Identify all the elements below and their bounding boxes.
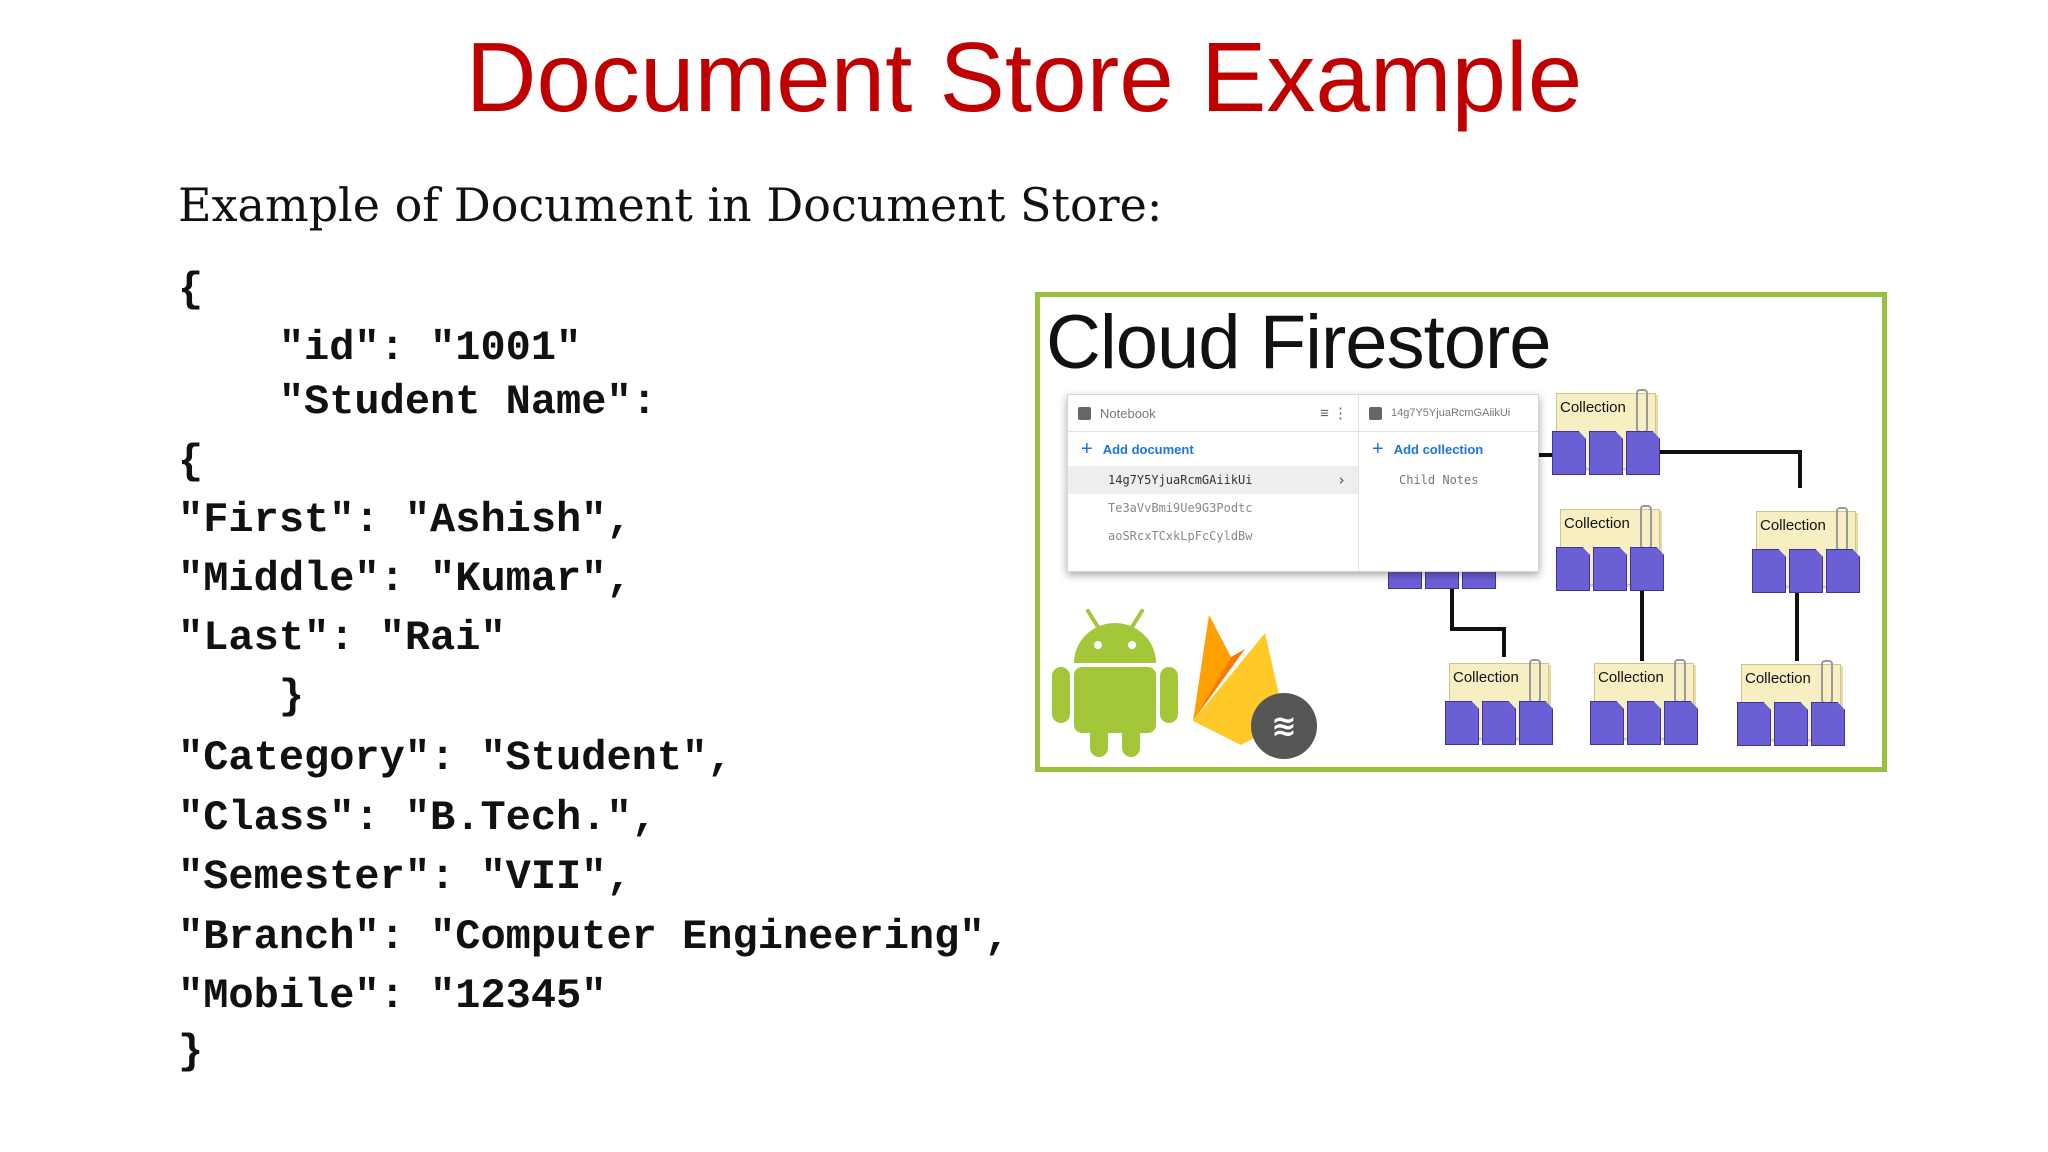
slide-title: Document Store Example (465, 22, 1583, 132)
document-icon (1552, 431, 1586, 475)
code-line: "Category": "Student", (178, 734, 733, 782)
subcollection-name: Child Notes (1399, 473, 1479, 487)
document-icon (1630, 547, 1664, 591)
collection-folder: Collection (1737, 660, 1845, 750)
collection-folder: Collection (1556, 505, 1664, 595)
document-row[interactable]: Te3aVvBmi9Ue9G3Podtc (1068, 494, 1358, 522)
document-icon (1556, 547, 1590, 591)
add-document-button[interactable]: + Add document (1068, 432, 1358, 466)
plus-icon: + (1372, 437, 1384, 460)
document-icon (1737, 702, 1771, 746)
collection-folder: Collection (1445, 659, 1553, 749)
tree-connector (1450, 627, 1506, 631)
collection-name: Notebook (1100, 405, 1156, 421)
firestore-badge-icon: ≋ (1251, 693, 1317, 759)
code-line: "Mobile": "12345" (178, 972, 607, 1020)
code-line: "id": "1001" (178, 324, 582, 372)
document-id: 14g7Y5YjuaRcmGAiikUi (1108, 473, 1253, 487)
tree-connector (1502, 627, 1506, 657)
document-id: Te3aVvBmi9Ue9G3Podtc (1108, 501, 1253, 515)
collection-folder: Collection (1590, 659, 1698, 749)
paperclip-icon (1674, 659, 1686, 703)
collection-header: Notebook ≡ ⋮ (1068, 395, 1358, 432)
document-icon (1369, 406, 1382, 420)
firestore-console-panel: Notebook ≡ ⋮ + Add document 14g7Y5YjuaRc… (1067, 394, 1539, 572)
paperclip-icon (1821, 660, 1833, 704)
document-icon (1826, 549, 1860, 593)
paperclip-icon (1640, 505, 1652, 549)
code-line: "Middle": "Kumar", (178, 555, 632, 603)
android-robot-icon (1052, 609, 1178, 757)
document-header-id: 14g7Y5YjuaRcmGAiikUi (1391, 407, 1511, 419)
document-icon (1482, 701, 1516, 745)
tree-connector (1640, 567, 1644, 661)
collection-folder: Collection (1552, 389, 1660, 479)
filter-menu-icon[interactable]: ≡ ⋮ (1320, 405, 1348, 422)
code-line: "First": "Ashish", (178, 496, 632, 544)
tree-connector (1795, 569, 1799, 661)
firestore-title: Cloud Firestore (1046, 300, 1552, 385)
collection-icon (1078, 406, 1091, 420)
document-icon (1519, 701, 1553, 745)
document-icon (1664, 701, 1698, 745)
document-detail-column: 14g7Y5YjuaRcmGAiikUi + Add collection Ch… (1359, 395, 1538, 571)
collection-label: Collection (1745, 670, 1811, 687)
document-icon (1774, 702, 1808, 746)
add-collection-button[interactable]: + Add collection (1359, 432, 1538, 466)
code-line: "Semester": "VII", (178, 853, 632, 901)
tree-connector (1798, 450, 1802, 488)
code-line: { (178, 266, 204, 314)
tree-connector (1450, 589, 1454, 629)
paperclip-icon (1636, 389, 1648, 433)
documents-column: Notebook ≡ ⋮ + Add document 14g7Y5YjuaRc… (1068, 395, 1359, 571)
collection-folder: Collection (1752, 507, 1860, 597)
plus-icon: + (1081, 437, 1093, 460)
document-row[interactable]: aoSRcxTCxkLpFcCyldBw (1068, 522, 1358, 550)
document-icon (1590, 701, 1624, 745)
add-collection-label: Add collection (1393, 441, 1484, 457)
tree-connector (1628, 450, 1802, 454)
code-line: } (178, 673, 305, 721)
subcollection-row[interactable]: Child Notes (1359, 466, 1538, 494)
add-document-label: Add document (1102, 441, 1194, 457)
document-header: 14g7Y5YjuaRcmGAiikUi (1359, 395, 1538, 432)
json-document-code: { "id": "1001" "Student Name": { "First"… (178, 0, 1010, 1076)
document-icon (1752, 549, 1786, 593)
document-row[interactable]: 14g7Y5YjuaRcmGAiikUi › (1068, 466, 1358, 494)
collection-label: Collection (1760, 517, 1826, 534)
collection-label: Collection (1453, 669, 1519, 686)
document-icon (1627, 701, 1661, 745)
code-line: "Student Name": (178, 378, 657, 426)
collection-label: Collection (1598, 669, 1664, 686)
document-icon (1811, 702, 1845, 746)
paperclip-icon (1836, 507, 1848, 551)
paperclip-icon (1529, 659, 1541, 703)
document-id: aoSRcxTCxkLpFcCyldBw (1108, 529, 1253, 543)
document-icon (1589, 431, 1623, 475)
document-icon (1593, 547, 1627, 591)
code-line: "Class": "B.Tech.", (178, 794, 657, 842)
code-line: } (178, 1028, 204, 1076)
code-line: { (178, 438, 204, 486)
code-line: "Last": "Rai" (178, 614, 506, 662)
chevron-right-icon: › (1336, 471, 1346, 489)
document-icon (1789, 549, 1823, 593)
slide-subheading: Example of Document in Document Store: (178, 178, 1163, 232)
document-icon (1445, 701, 1479, 745)
collection-label: Collection (1564, 515, 1630, 532)
collection-label: Collection (1560, 399, 1626, 416)
firestore-illustration: Cloud Firestore Collection Collection Co… (1035, 292, 1887, 772)
document-icon (1626, 431, 1660, 475)
code-line: "Branch": "Computer Engineering", (178, 913, 1010, 961)
